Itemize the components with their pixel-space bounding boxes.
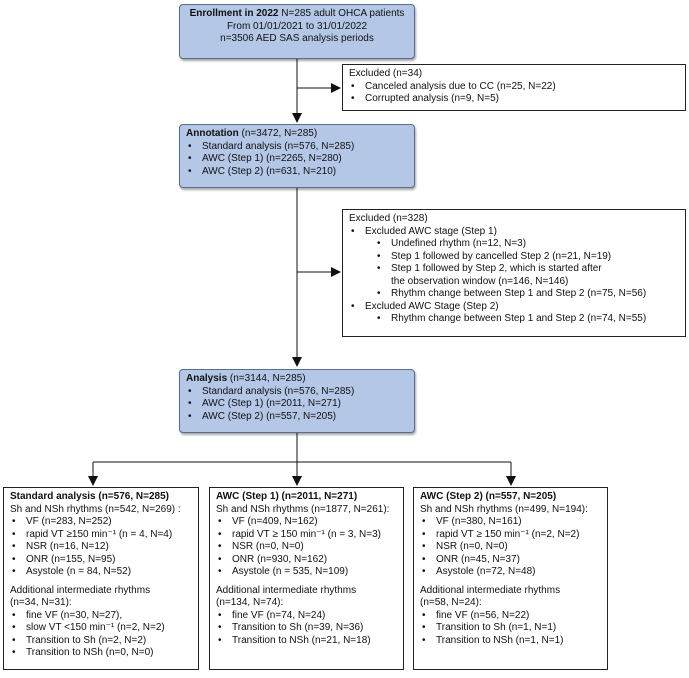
list-item: Rhythm change between Step 1 and Step 2 …	[349, 288, 679, 301]
enrollment-title: Enrollment in 2022	[189, 8, 279, 19]
analysis-list: Standard analysis (n=576, N=285) AWC (St…	[186, 386, 408, 424]
list-item: AWC (Step 1) (n=2011, N=271)	[186, 398, 408, 411]
list-item: fine VF (n=30, N=27),	[10, 610, 192, 623]
list-item: VF (n=409, N=162)	[216, 516, 397, 529]
annotation-list: Standard analysis (n=576, N=285) AWC (St…	[186, 141, 408, 179]
list-item: VF (n=380, N=161)	[420, 516, 601, 529]
annotation-title: Annotation	[186, 128, 239, 139]
list-item: rapid VT ≥ 150 min⁻¹ (n = 3, N=3)	[216, 529, 397, 542]
analysis-title: Analysis	[186, 373, 228, 384]
step1-additional-counts: (n=134, N=74):	[216, 597, 284, 608]
step1-additional-list: fine VF (n=74, N=24) Transition to Sh (n…	[216, 610, 397, 648]
standard-rhythms-list: VF (n=283, N=252) rapid VT ≥150 min⁻¹ (n…	[10, 516, 192, 579]
list-item: slow VT <150 min⁻¹ (n=2, N=2)	[10, 622, 192, 635]
list-item: Transition to NSh (n=21, N=18)	[216, 635, 397, 648]
list-item: Step 1 followed by cancelled Step 2 (n=2…	[349, 251, 679, 264]
list-item: AWC (Step 2) (n=557, N=205)	[186, 411, 408, 424]
list-item: rapid VT ≥ 150 min⁻¹ (n=2, N=2)	[420, 529, 601, 542]
enrollment-period: From 01/01/2021 to 31/01/2022	[226, 20, 368, 32]
list-item: Transition to NSh (n=0, N=0)	[10, 647, 192, 660]
excluded2-list: Excluded AWC stage (Step 1) Undefined rh…	[349, 226, 679, 326]
list-item: ONR (n=155, N=95)	[10, 554, 192, 567]
standard-analysis-box: Standard analysis (n=576, N=285) Sh and …	[3, 487, 199, 670]
enrollment-patients: N=285 adult OHCA patients	[278, 8, 405, 19]
step1-additional-header: Additional intermediate rhythms	[216, 584, 357, 596]
annotation-counts: (n=3472, N=285)	[238, 128, 318, 139]
annotation-box: Annotation (n=3472, N=285) Standard anal…	[179, 124, 415, 188]
list-item: the observation window (n=146, N=146)	[391, 275, 569, 287]
list-item: Excluded AWC stage (Step 1)	[349, 226, 679, 239]
list-item: rapid VT ≥150 min⁻¹ (n = 4, N=4)	[10, 529, 192, 542]
standard-additional-counts: (n=34, N=31):	[10, 597, 72, 608]
list-item: NSR (n=16, N=12)	[10, 541, 192, 554]
list-item: Transition to Sh (n=2, N=2)	[10, 635, 192, 648]
list-item: Standard analysis (n=576, N=285)	[186, 386, 408, 399]
step2-additional-header: Additional intermediate rhythms	[420, 584, 561, 596]
standard-additional-list: fine VF (n=30, N=27), slow VT <150 min⁻¹…	[10, 610, 192, 660]
list-item: VF (n=283, N=252)	[10, 516, 192, 529]
list-item: Canceled analysis due to CC (n=25, N=22)	[349, 81, 679, 94]
standard-title: Standard analysis (n=576, N=285)	[10, 491, 169, 502]
list-item: fine VF (n=74, N=24)	[216, 610, 397, 623]
standard-additional-header: Additional intermediate rhythms	[10, 584, 151, 596]
enrollment-box: Enrollment in 2022 N=285 adult OHCA pati…	[179, 4, 415, 59]
step2-additional-list: fine VF (n=56, N=22) Transition to Sh (n…	[420, 610, 601, 648]
step2-rhythms-header: Sh and NSh rhythms (n=499, N=194):	[420, 503, 588, 515]
excluded1-list: Canceled analysis due to CC (n=25, N=22)…	[349, 81, 679, 106]
step1-rhythms-header: Sh and NSh rhythms (n=1877, N=261):	[216, 503, 390, 515]
excluded-box-1: Excluded (n=34) Canceled analysis due to…	[342, 64, 686, 111]
list-item: Corrupted analysis (n=9, N=5)	[349, 93, 679, 106]
enrollment-analysis-periods: n=3506 AED SAS analysis periods	[220, 33, 374, 44]
excluded2-title: Excluded (n=328)	[349, 213, 428, 224]
list-item: Asystole (n = 84, N=52)	[10, 566, 192, 579]
list-item: ONR (n=45, N=37)	[420, 554, 601, 567]
list-item: NSR (n=0, N=0)	[216, 541, 397, 554]
step1-title: AWC (Step 1) (n=2011, N=271)	[216, 491, 358, 502]
list-item: Asystole (n = 535, N=109)	[216, 566, 397, 579]
excluded-box-2: Excluded (n=328) Excluded AWC stage (Ste…	[342, 209, 686, 337]
list-item: Excluded AWC Stage (Step 2)	[349, 301, 679, 314]
step1-rhythms-list: VF (n=409, N=162) rapid VT ≥ 150 min⁻¹ (…	[216, 516, 397, 579]
step2-rhythms-list: VF (n=380, N=161) rapid VT ≥ 150 min⁻¹ (…	[420, 516, 601, 579]
step2-additional-counts: (n=58, N=24):	[420, 597, 482, 608]
awc-step2-box: AWC (Step 2) (n=557, N=205) Sh and NSh r…	[413, 487, 608, 670]
list-item: fine VF (n=56, N=22)	[420, 610, 601, 623]
standard-rhythms-header: Sh and NSh rhythms (n=542, N=269) :	[10, 503, 181, 515]
analysis-box: Analysis (n=3144, N=285) Standard analys…	[179, 369, 415, 433]
step2-title: AWC (Step 2) (n=557, N=205)	[420, 491, 557, 502]
awc-step1-box: AWC (Step 1) (n=2011, N=271) Sh and NSh …	[209, 487, 404, 670]
list-item: NSR (n=0, N=0)	[420, 541, 601, 554]
list-item: AWC (Step 1) (n=2265, N=280)	[186, 153, 408, 166]
list-item: Asystole (n=72, N=48)	[420, 566, 601, 579]
list-item: Transition to NSh (n=1, N=1)	[420, 635, 601, 648]
excluded1-title: Excluded (n=34)	[349, 68, 423, 79]
list-item: Undefined rhythm (n=12, N=3)	[349, 238, 679, 251]
list-item: Step 1 followed by Step 2, which is star…	[349, 263, 679, 276]
list-item: Transition to Sh (n=1, N=1)	[420, 622, 601, 635]
analysis-counts: (n=3144, N=285)	[227, 373, 306, 384]
list-item: Standard analysis (n=576, N=285)	[186, 141, 408, 154]
list-item: AWC (Step 2) (n=631, N=210)	[186, 166, 408, 179]
list-item: Transition to Sh (n=39, N=36)	[216, 622, 397, 635]
list-item: Rhythm change between Step 1 and Step 2 …	[349, 313, 679, 326]
list-item: ONR (n=930, N=162)	[216, 554, 397, 567]
